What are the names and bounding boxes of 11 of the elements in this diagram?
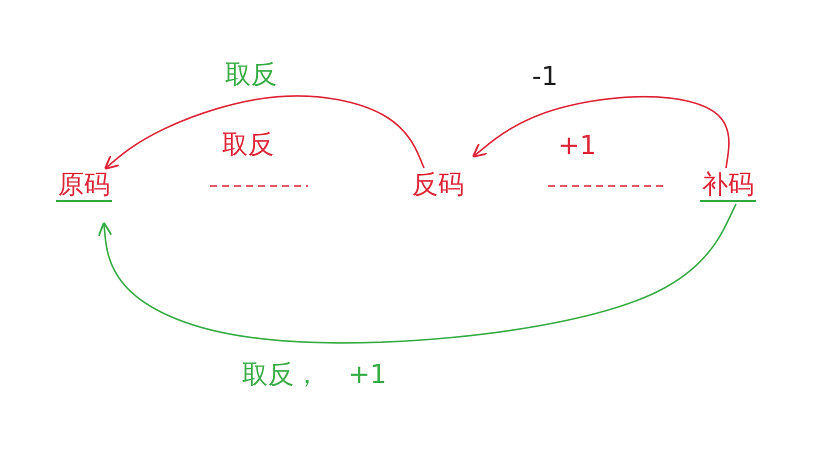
node-label: 补码 [700, 170, 756, 202]
note-text: +1 [558, 131, 596, 161]
note-text: 取反 [222, 130, 274, 160]
arrow [472, 96, 730, 168]
node-label: 反码 [410, 170, 466, 202]
arrow [104, 95, 425, 170]
edge-label: -1 [532, 62, 558, 92]
edge-label: 取反 [225, 60, 277, 90]
edge-label: 取反， +1 [242, 360, 387, 390]
arrow [98, 204, 737, 344]
node-label: 原码 [56, 170, 112, 202]
